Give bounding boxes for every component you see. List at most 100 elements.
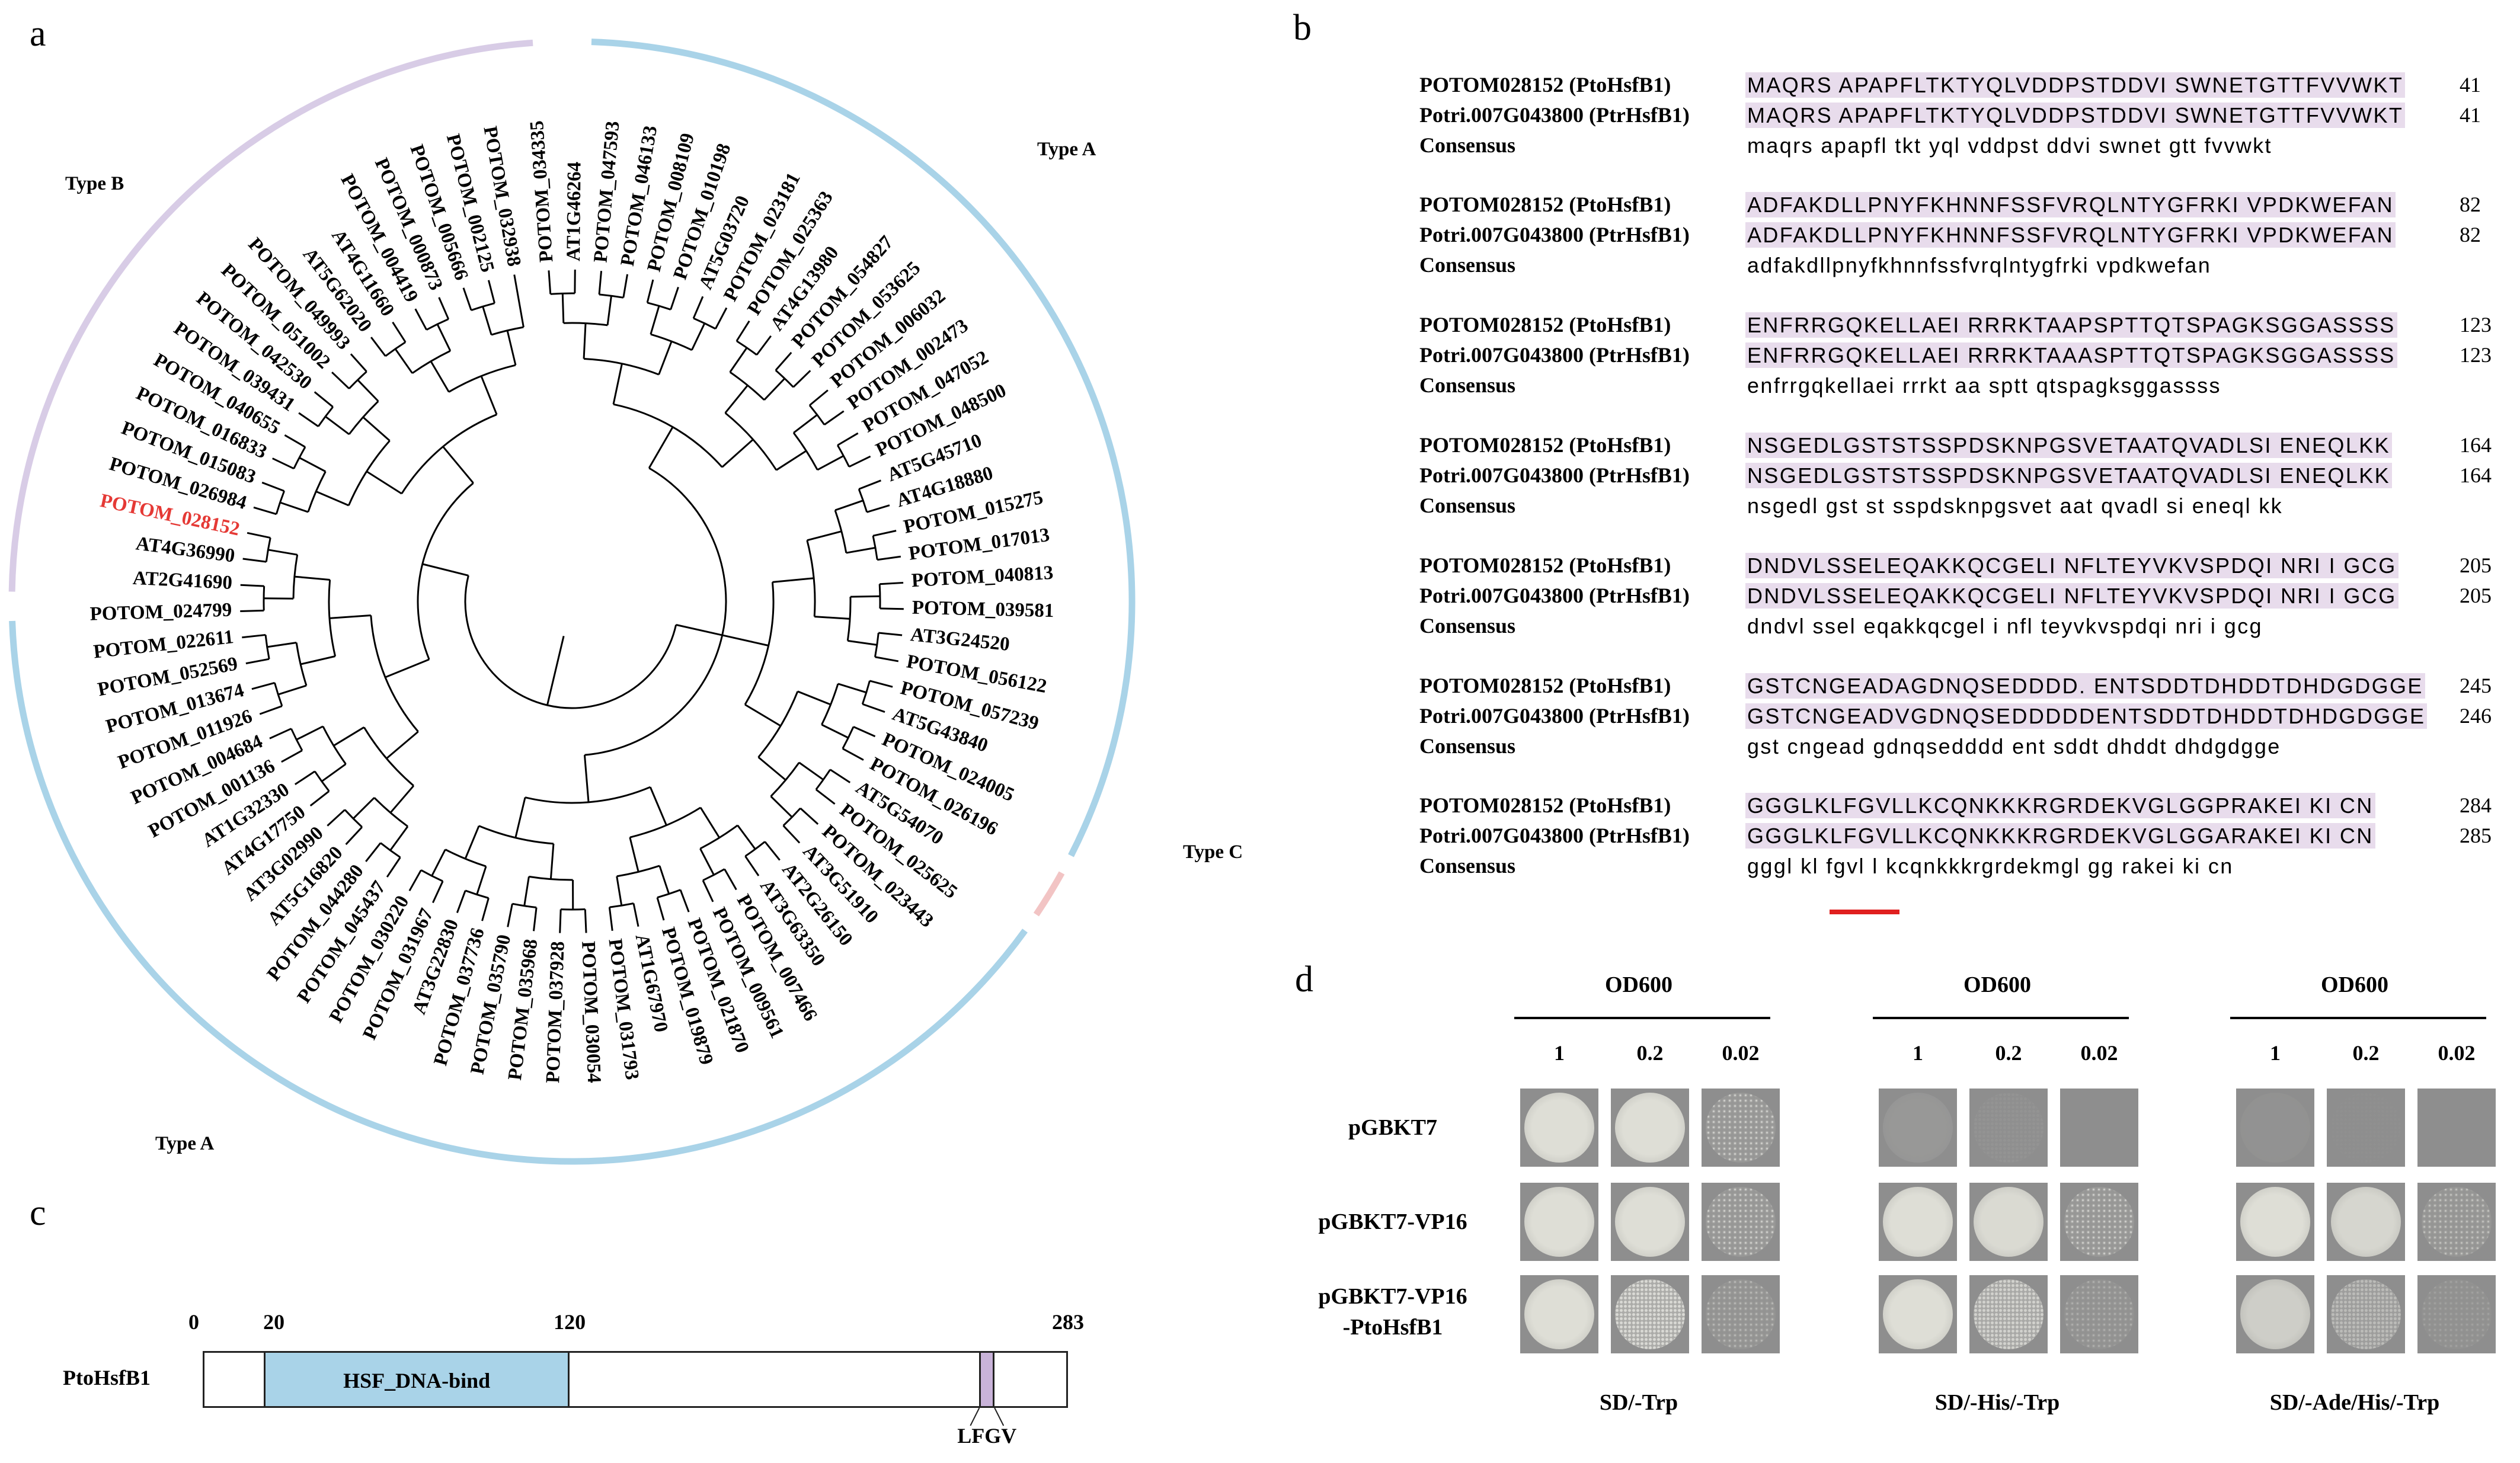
tree-branch (837, 432, 859, 446)
agar-plate-square (1520, 1089, 1598, 1167)
motif-callout-lines (970, 1407, 1005, 1426)
sequence-name: Consensus (1419, 373, 1516, 397)
dilution-label: 0.02 (2080, 1041, 2118, 1065)
panel-label-c: c (30, 1193, 46, 1233)
tree-branch (815, 769, 831, 790)
alignment-row: Potri.007G043800 (PtrHsfB1)ADFAKDLLPNYFK… (1419, 220, 2492, 250)
tree-branch (277, 684, 307, 696)
tree-branch (321, 763, 347, 782)
aligned-sequence: GGGLKLFGVLLKCQNKKKRGRDEKVGLGGPRAKEI KI C… (1745, 793, 2375, 818)
od600-underline (2230, 1017, 2486, 1019)
alignment-row: Potri.007G043800 (PtrHsfB1)ENFRRGQKELLAE… (1419, 340, 2492, 370)
yeast-colony-spot (1615, 1279, 1685, 1349)
position-tick-label: 20 (263, 1310, 285, 1334)
tree-branch (464, 825, 480, 859)
construct-label-line1: pGBKT7 (1348, 1115, 1437, 1140)
tree-branch (837, 683, 867, 694)
tree-leaf-label: AT1G46264 (563, 162, 586, 261)
tree-branch (329, 614, 371, 619)
sequence-name: Consensus (1419, 734, 1516, 758)
yeast-colony-spot (2331, 1093, 2401, 1163)
tree-leaf-label: POTOM_030054 (577, 941, 605, 1084)
residue-count: 123 (2460, 343, 2492, 367)
tree-branch (274, 682, 283, 707)
tree-branch (744, 856, 760, 876)
yeast-colony-spot (1974, 1187, 2043, 1257)
tree-branch (464, 575, 677, 709)
position-tick-label: 120 (554, 1310, 586, 1334)
panel-label-d: d (1295, 959, 1313, 1000)
tree-branch (506, 330, 517, 366)
alignment-block: POTOM028152 (PtoHsfB1) DNDVLSSELEQAKKQCGE… (1419, 550, 2492, 641)
alignment-row: Potri.007G043800 (PtrHsfB1)GGGLKLFGVLLKC… (1419, 821, 2492, 851)
sequence-name: Potri.007G043800 (PtrHsfB1) (1419, 343, 1690, 367)
tree-branch (583, 323, 587, 359)
agar-plate-square (2236, 1089, 2314, 1167)
tree-branch (345, 826, 363, 846)
tree-branch (724, 868, 737, 891)
agar-plate-square (1611, 1183, 1689, 1261)
tree-branch (298, 412, 319, 427)
panel-label-a: a (30, 14, 46, 54)
tree-branch (476, 866, 487, 895)
lfgv-motif (979, 1351, 995, 1408)
sequence-name: Consensus (1419, 133, 1516, 157)
tree-branch (422, 563, 469, 577)
tree-branch (268, 549, 298, 556)
yeast-colony-spot (2240, 1093, 2310, 1163)
residue-count: 41 (2460, 103, 2481, 127)
tree-branch (629, 837, 639, 872)
consensus-sequence: dndvl ssel eqakkqcgel i nfl teyvkvspdqi … (1747, 614, 2263, 638)
alignment-row: POTOM028152 (PtoHsfB1)ADFAKDLLPNYFKHNNFS… (1419, 190, 2492, 220)
yeast-colony-spot (1883, 1187, 1953, 1257)
tree-branch (386, 857, 401, 878)
tree-branch (632, 903, 639, 927)
sequence-name: POTOM028152 (PtoHsfB1) (1419, 553, 1671, 577)
yeast-colony-spot (2331, 1279, 2401, 1349)
alignment-block: POTOM028152 (PtoHsfB1) GSTCNGEADAGDNQSEDD… (1419, 671, 2492, 761)
tree-branch (456, 890, 466, 913)
aligned-sequence: MAQRS APAPFLTKTYQLVDDPSTDDVI SWNETGTTFVV… (1745, 72, 2406, 98)
type-b-label: Type B (65, 173, 124, 194)
alignment-row: POTOM028152 (PtoHsfB1)DNDVLSSELEQAKKQCGE… (1419, 550, 2492, 581)
tree-branch (848, 639, 878, 646)
lfgv-marker (1830, 910, 1899, 914)
sequence-name: POTOM028152 (PtoHsfB1) (1419, 433, 1671, 457)
yeast-colony-spot (2240, 1279, 2310, 1349)
tree-branch (878, 632, 903, 636)
tree-branch (386, 731, 419, 760)
tree-branch (842, 748, 864, 761)
tree-branch (763, 377, 786, 401)
tree-branch (770, 795, 793, 818)
tree-branch (874, 632, 880, 658)
tree-branch (757, 756, 786, 781)
tree-branch (583, 754, 590, 802)
residue-count: 82 (2460, 223, 2481, 246)
sequence-name: POTOM028152 (PtoHsfB1) (1419, 674, 1671, 697)
tree-branch (325, 415, 350, 436)
sequence-name: Consensus (1419, 854, 1516, 878)
agar-plate-square (2236, 1275, 2314, 1353)
aligned-sequence: DNDVLSSELEQAKKQCGELI NFLTEYVKVSPDQI NRI … (1745, 583, 2399, 609)
tree-branch (679, 889, 690, 913)
tree-branch (559, 909, 562, 933)
tree-branch (309, 790, 330, 806)
tree-branch (284, 434, 306, 448)
tree-branch (408, 869, 422, 892)
tree-branch (251, 681, 275, 690)
yeast-colony-spot (1706, 1187, 1776, 1257)
tree-branch (350, 353, 367, 373)
yeast-colony-spot (1524, 1093, 1594, 1163)
tree-branch (735, 320, 750, 342)
agar-plate-square (1611, 1275, 1689, 1353)
tree-branch (296, 725, 324, 741)
tree-branch (702, 880, 714, 902)
aligned-sequence: GSTCNGEADAGDNQSEDDDD. ENTSDDTDHDDTDHDGDG… (1745, 673, 2425, 699)
yeast-colony-spot (2064, 1187, 2134, 1257)
tree-branch (598, 271, 603, 295)
yeast-colony-spot (2240, 1187, 2310, 1257)
tree-branch (744, 703, 781, 727)
